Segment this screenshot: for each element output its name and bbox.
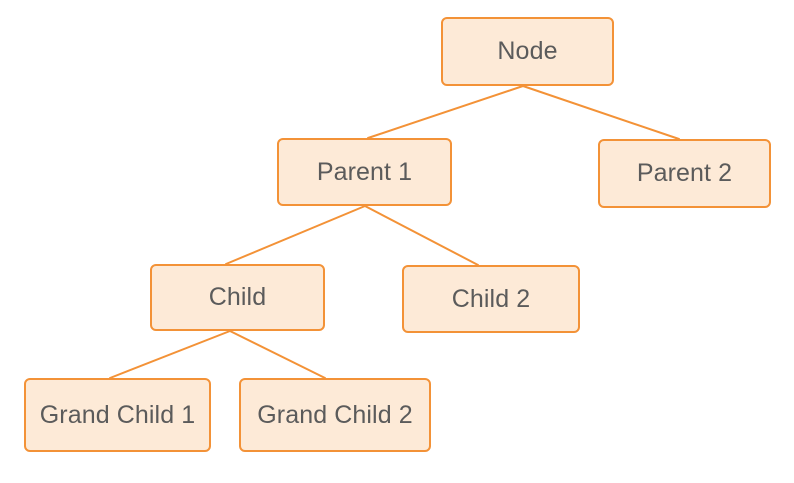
edge-parent1-child2	[364, 205, 479, 266]
tree-node-child2[interactable]: Child 2	[402, 265, 580, 333]
edge-parent1-child	[225, 205, 366, 265]
tree-node-label: Child 2	[451, 284, 531, 313]
tree-node-grandchild2[interactable]: Grand Child 2	[239, 378, 431, 452]
tree-node-grandchild1[interactable]: Grand Child 1	[24, 378, 211, 452]
tree-node-child[interactable]: Child	[150, 264, 325, 331]
tree-node-label: Grand Child 2	[257, 400, 413, 429]
edge-node-parent2	[522, 85, 680, 140]
tree-node-label: Node	[497, 37, 558, 65]
tree-node-label: Grand Child 1	[39, 400, 196, 429]
edge-child-grandchild2	[229, 330, 326, 379]
tree-node-label: Parent 1	[316, 157, 413, 186]
tree-node-parent2[interactable]: Parent 2	[598, 139, 771, 208]
tree-node-label: Parent 2	[636, 159, 733, 187]
tree-node-node[interactable]: Node	[441, 17, 614, 86]
edge-child-grandchild1	[109, 330, 231, 379]
edge-node-parent1	[367, 85, 524, 139]
tree-node-label: Child	[208, 283, 267, 311]
tree-node-parent1[interactable]: Parent 1	[277, 138, 452, 206]
